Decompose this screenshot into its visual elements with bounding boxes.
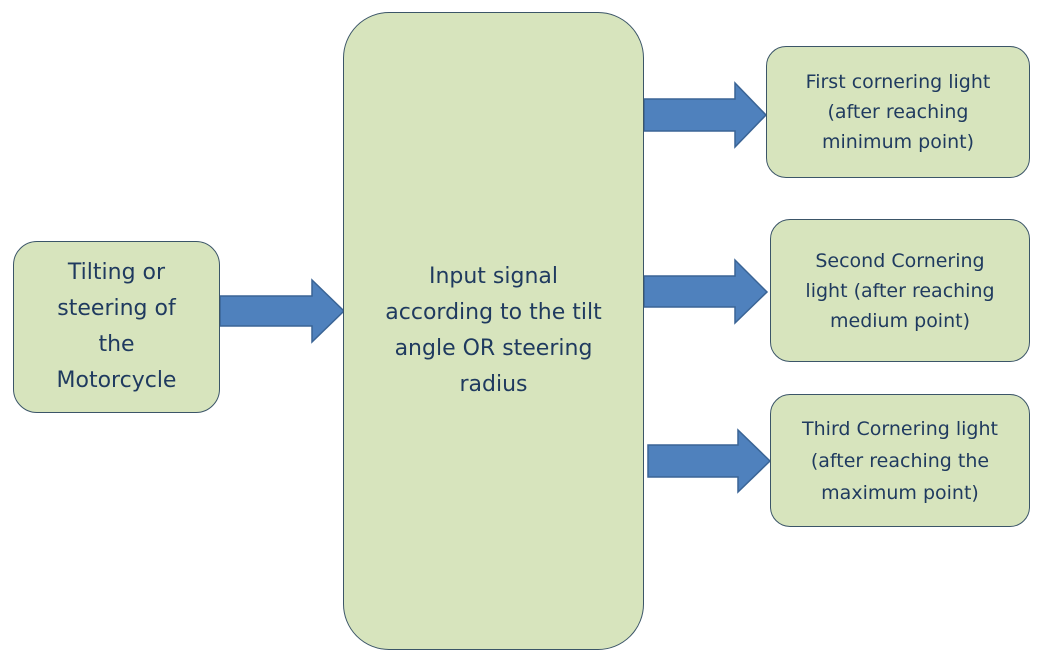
- node-first-cornering-light: First cornering light (after reaching mi…: [766, 46, 1030, 178]
- node-tilting-input: Tilting or steering of the Motorcycle: [13, 241, 220, 413]
- node-input-signal-label: Input signal according to the tilt angle…: [385, 264, 602, 397]
- arrow-input-to-central: [219, 278, 346, 344]
- node-tilting-input-label: Tilting or steering of the Motorcycle: [56, 260, 177, 393]
- node-third-cornering-light-label: Third Cornering light (after reaching th…: [802, 417, 998, 504]
- node-second-cornering-light-label: Second Cornering light (after reaching m…: [805, 249, 995, 332]
- node-third-cornering-light: Third Cornering light (after reaching th…: [770, 394, 1030, 527]
- arrow-central-to-third: [647, 428, 772, 494]
- arrow-central-to-first: [643, 81, 768, 149]
- node-input-signal: Input signal according to the tilt angle…: [343, 12, 644, 650]
- node-second-cornering-light: Second Cornering light (after reaching m…: [770, 219, 1030, 362]
- node-first-cornering-light-label: First cornering light (after reaching mi…: [805, 71, 991, 153]
- arrow-central-to-second: [643, 258, 769, 325]
